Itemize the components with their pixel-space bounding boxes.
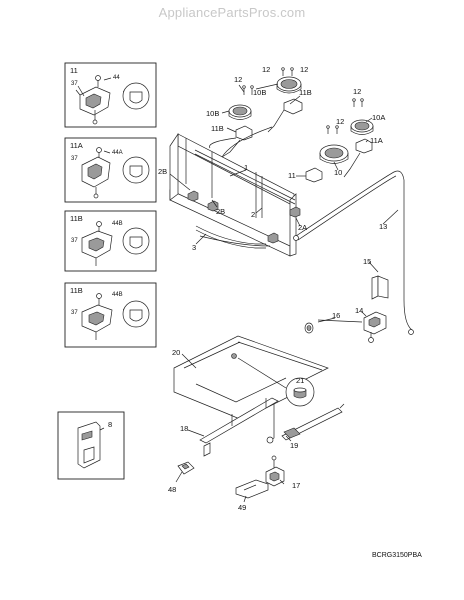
callout-12: 12 xyxy=(300,65,308,74)
callout-49: 49 xyxy=(238,503,246,512)
bracket-49 xyxy=(235,479,269,499)
callout-2b: 2B xyxy=(158,167,167,176)
inset-title-11b: 11B xyxy=(70,286,83,295)
burner-valve-icon xyxy=(81,293,113,340)
inset-box-11a: 11A 37 44A 47 xyxy=(64,137,157,203)
callout-18: 18 xyxy=(180,424,188,433)
burner-rail-18 xyxy=(199,397,279,457)
inset-box-11b-second: 11B 37 44B 47 xyxy=(64,282,157,348)
pressure-regulator-14 xyxy=(363,311,387,343)
callout-12: 12 xyxy=(234,75,242,84)
igniter-21 xyxy=(231,353,315,407)
callout-10: 10 xyxy=(334,168,342,177)
burner-11 xyxy=(305,167,323,183)
knob-cap-icon xyxy=(122,82,150,110)
oven-valve-17 xyxy=(265,455,285,487)
burner-10b-top xyxy=(276,76,302,94)
callout-11: 11 xyxy=(288,171,296,180)
callout-15: 15 xyxy=(363,257,371,266)
callout-19: 19 xyxy=(290,441,298,450)
callout-48: 48 xyxy=(168,485,176,494)
burner-10b-left xyxy=(228,104,252,120)
bracket-icon xyxy=(77,421,105,469)
callout-1: 1 xyxy=(244,163,248,172)
callout-2b: 2B xyxy=(216,207,225,216)
inset-label-44b: 44B xyxy=(112,221,123,227)
inset-title-11: 11 xyxy=(70,66,78,75)
inset-box-11: 11 37 44 47 xyxy=(64,62,157,128)
knob-cap-icon xyxy=(122,227,150,255)
inset-label-37: 37 xyxy=(71,81,78,87)
callout-20: 20 xyxy=(172,348,180,357)
inset-label-37: 37 xyxy=(71,238,78,244)
callout-8: 8 xyxy=(108,420,112,429)
burner-box-20 xyxy=(173,335,329,421)
bracket-15 xyxy=(371,275,389,300)
knob-cap-icon xyxy=(122,156,150,184)
burner-valve-icon xyxy=(81,147,111,199)
callout-10a: 10A xyxy=(372,113,385,122)
burner-10a xyxy=(350,119,374,135)
knob-cap-icon xyxy=(122,300,150,328)
callout-10b: 10B xyxy=(253,88,266,97)
inset-title-11a: 11A xyxy=(70,141,83,150)
callout-12: 12 xyxy=(353,87,361,96)
inset-label-37: 37 xyxy=(71,310,78,316)
callout-3: 3 xyxy=(192,243,196,252)
diagram-code: BCRG3150PBA xyxy=(372,552,422,559)
burner-10 xyxy=(319,144,349,164)
callout-2: 2 xyxy=(251,210,255,219)
callout-21: 21 xyxy=(296,376,304,385)
callout-labels: 12 12 12 12 12 10B 11B 10B 11B 10A 11A 1… xyxy=(158,65,387,512)
callout-17: 17 xyxy=(292,481,300,490)
callout-14: 14 xyxy=(355,306,363,315)
callout-13: 13 xyxy=(379,222,387,231)
inset-title-11b: 11B xyxy=(70,214,83,223)
inset-box-8: 8 xyxy=(57,411,125,480)
burner-valve-icon xyxy=(81,221,113,266)
callout-11a: 11A xyxy=(370,136,383,145)
gas-tube-13 xyxy=(293,170,414,335)
leader-lines xyxy=(169,83,399,503)
inset-box-11b: 11B 37 44B 47 xyxy=(64,210,157,272)
burner-11b-top xyxy=(267,98,303,133)
burner-valve-icon xyxy=(75,75,111,125)
inset-label-44b: 44B xyxy=(112,292,123,298)
oven-burner-19 xyxy=(281,403,345,441)
burner-11b-left xyxy=(221,125,253,158)
inset-label-37: 37 xyxy=(71,156,78,162)
callout-11b: 11B xyxy=(299,88,312,97)
inset-label-44: 44 xyxy=(113,75,120,81)
screw-icons xyxy=(242,67,364,134)
manifold-frame xyxy=(169,126,301,257)
clip-48 xyxy=(177,461,195,475)
fitting-16 xyxy=(304,322,314,334)
callout-10b: 10B xyxy=(206,109,219,118)
callout-11b: 11B xyxy=(211,124,224,133)
callout-12: 12 xyxy=(336,117,344,126)
callout-12: 12 xyxy=(262,65,270,74)
inset-label-44a: 44A xyxy=(112,150,123,156)
burner-11a xyxy=(343,138,373,178)
watermark: AppliancePartsPros.com xyxy=(158,5,306,20)
callout-16: 16 xyxy=(332,311,340,320)
callout-2a: 2A xyxy=(298,223,307,232)
